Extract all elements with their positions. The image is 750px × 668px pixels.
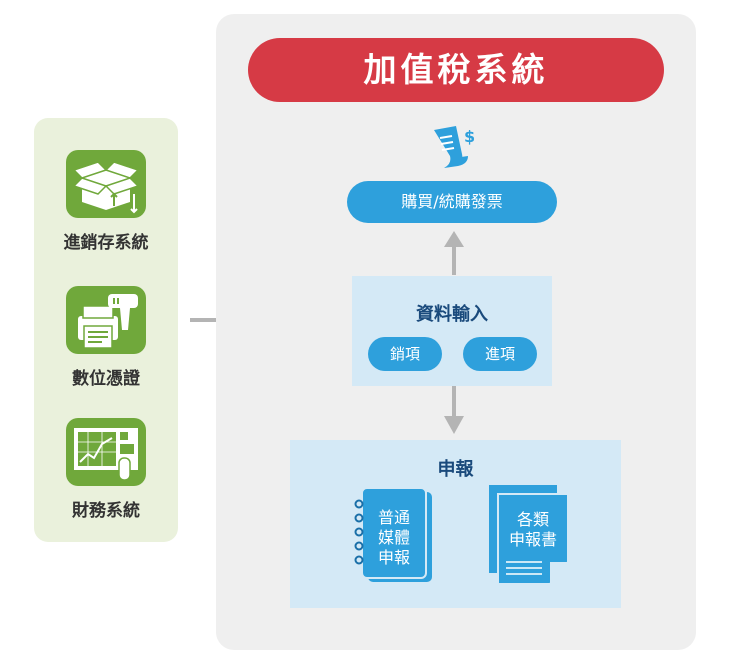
source-label-digital-certificate: 數位憑證 [72,369,140,389]
media-filing-text: 普通 媒體 申報 [366,508,422,568]
media-filing-line: 申報 [377,548,410,567]
arrow-down [443,386,465,438]
filing-title: 申報 [437,459,474,480]
receipt-dollar-icon: $ [428,124,480,174]
package-box-icon [66,150,146,218]
chart-screen-touch-icon [66,418,146,486]
spiral-notebook-icon [352,487,436,590]
document-stack-icon [484,483,576,592]
media-filing-line: 普通 [377,508,410,527]
tax-forms-line: 申報書 [508,530,557,549]
sales-tag: 銷項 [368,337,442,371]
page-title: 加值稅系統 [248,38,664,102]
tax-forms-line: 各類 [516,510,549,529]
source-label-finance: 財務系統 [72,501,140,521]
svg-text:$: $ [464,127,475,146]
purchase-invoice-pill: 購買/統購發票 [347,181,557,223]
purchase-tag: 進項 [463,337,537,371]
barcode-scanner-printer-icon [66,286,146,354]
tax-forms-text: 各類 申報書 [500,510,566,550]
arrow-up [443,231,465,279]
media-filing-line: 媒體 [377,528,410,547]
source-label-inventory: 進銷存系統 [63,233,149,253]
data-input-title: 資料輸入 [416,304,488,325]
